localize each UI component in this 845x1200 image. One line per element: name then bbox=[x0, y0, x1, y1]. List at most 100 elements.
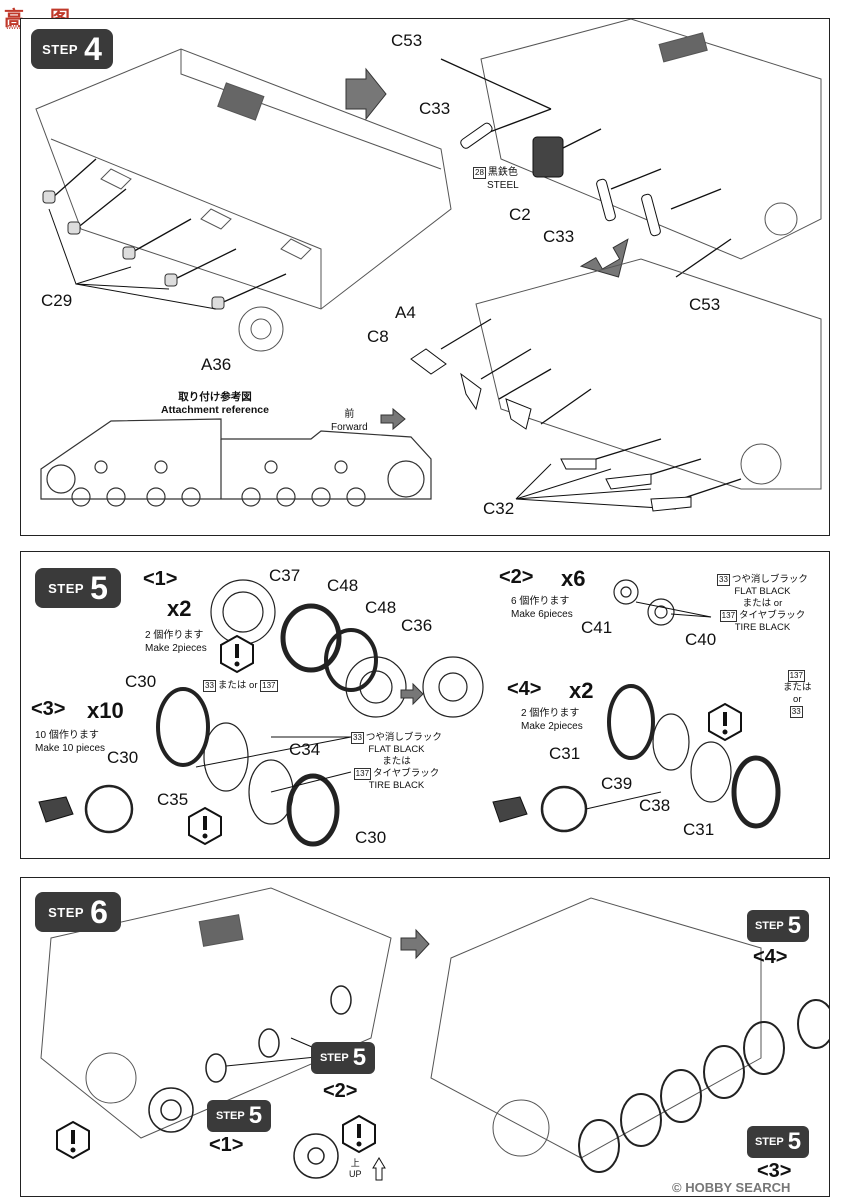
step6-drawing bbox=[40, 887, 829, 1181]
subassembly-1-note: 2 個作ります Make 2pieces bbox=[145, 630, 207, 655]
caution-icon bbox=[220, 634, 254, 674]
part-label-c35: C35 bbox=[157, 790, 189, 809]
part-label-c31a: C31 bbox=[549, 744, 581, 763]
flat-black-jp: つや消しブラック bbox=[365, 732, 442, 743]
step-number: 5 bbox=[248, 1102, 263, 1129]
logo-text: HOBBY SEARCH bbox=[685, 1180, 791, 1195]
make-jp: 6 個作ります bbox=[511, 596, 570, 607]
paint-or: または or bbox=[217, 680, 258, 691]
make-jp: 2 個作ります bbox=[521, 708, 580, 719]
step5-reference-badge: STEP 5 bbox=[747, 1126, 809, 1158]
tire-black-en: TIRE BLACK bbox=[734, 621, 791, 633]
copyright-mark: © bbox=[672, 1180, 682, 1195]
part-label-c8: C8 bbox=[367, 327, 389, 346]
paint-or-en: or bbox=[793, 693, 802, 705]
subassembly-4-ref: <4> bbox=[753, 946, 788, 968]
paint-code-137: 137 bbox=[787, 670, 805, 682]
part-label-c41: C41 bbox=[581, 618, 613, 637]
make-jp: 10 個作ります bbox=[35, 730, 99, 741]
step-word: STEP bbox=[319, 1052, 349, 1064]
step-number: 5 bbox=[90, 569, 108, 606]
subassembly-3-multiplier: x10 bbox=[87, 698, 124, 723]
part-label-c30a: C30 bbox=[125, 672, 157, 691]
paint-code-33: 33 bbox=[203, 680, 216, 692]
up-indicator: 上 UP bbox=[349, 1158, 362, 1181]
flat-black-en: FLAT BLACK bbox=[368, 744, 425, 755]
attachment-reference-title: 取り付け参考図 Attachment reference bbox=[161, 391, 269, 417]
caution-icon bbox=[708, 702, 742, 742]
part-label-c30c: C30 bbox=[355, 828, 387, 847]
subassembly-1-title: <1> bbox=[143, 568, 178, 590]
step6-panel: STEP 6 STEP 5 <2> STEP 5 <1> 上 UP STEP 5… bbox=[20, 877, 830, 1197]
step-word: STEP bbox=[48, 580, 85, 596]
subassembly-2-multiplier: x6 bbox=[561, 566, 586, 591]
step4-badge: STEP 4 bbox=[31, 29, 113, 69]
part-label-c29: C29 bbox=[41, 291, 73, 310]
make-en: Make 2pieces bbox=[145, 642, 207, 654]
tire-black-jp: タイヤブラック bbox=[373, 767, 440, 779]
step5-drawing bbox=[38, 579, 781, 847]
tire-black-jp: タイヤブラック bbox=[739, 609, 806, 621]
paint-note-c38: 137 または or 33 bbox=[783, 670, 812, 718]
up-en: UP bbox=[349, 1169, 362, 1180]
up-jp: 上 bbox=[350, 1158, 360, 1168]
part-label-c53b: C53 bbox=[689, 295, 721, 314]
forward-jp: 前 bbox=[344, 409, 355, 420]
step-number: 5 bbox=[787, 912, 802, 939]
paint-code-33: 33 bbox=[351, 732, 364, 744]
tire-black-en: TIRE BLACK bbox=[368, 779, 425, 791]
caution-icon bbox=[342, 1114, 376, 1154]
part-label-c48b: C48 bbox=[365, 598, 397, 617]
paint-code-137: 137 bbox=[719, 609, 738, 622]
subassembly-4-multiplier: x2 bbox=[569, 678, 594, 703]
paint-code-33: 33 bbox=[717, 574, 730, 586]
paint-or: または or bbox=[742, 597, 783, 609]
step5-reference-badge: STEP 5 bbox=[747, 910, 809, 942]
part-label-c34: C34 bbox=[289, 740, 321, 759]
subassembly-1-ref: <1> bbox=[209, 1134, 244, 1156]
paint-code-137: 137 bbox=[260, 680, 278, 692]
subassembly-3-note: 10 個作ります Make 10 pieces bbox=[35, 730, 105, 755]
watermark-char-left: 高 bbox=[4, 8, 24, 30]
step-word: STEP bbox=[48, 904, 85, 920]
step-word: STEP bbox=[754, 1136, 784, 1148]
subassembly-3-title: <3> bbox=[31, 698, 66, 720]
steel-jp: 黒鉄色 bbox=[487, 167, 518, 178]
part-label-c33b: C33 bbox=[543, 227, 575, 246]
part-label-c31b: C31 bbox=[683, 820, 715, 839]
step-word: STEP bbox=[754, 920, 784, 932]
part-label-c30b: C30 bbox=[107, 748, 139, 767]
part-label-c53a: C53 bbox=[391, 31, 423, 50]
part-label-c37: C37 bbox=[269, 566, 301, 585]
make-jp: 2 個作ります bbox=[145, 630, 204, 641]
step5-reference-badge: STEP 5 bbox=[311, 1042, 375, 1074]
step-word: STEP bbox=[42, 41, 79, 57]
part-label-c39: C39 bbox=[601, 774, 633, 793]
paint-code-137: 137 bbox=[353, 767, 372, 780]
step-word: STEP bbox=[215, 1110, 245, 1122]
part-label-c48a: C48 bbox=[327, 576, 359, 595]
step-number: 5 bbox=[352, 1044, 367, 1071]
caution-icon bbox=[188, 806, 222, 846]
part-label-c38: C38 bbox=[639, 796, 671, 815]
subassembly-2-ref: <2> bbox=[323, 1080, 358, 1102]
part-label-c32: C32 bbox=[483, 499, 515, 518]
step-number: 4 bbox=[84, 30, 102, 67]
forward-indicator: 前 Forward bbox=[331, 409, 368, 434]
part-label-a4: A4 bbox=[395, 303, 416, 322]
make-en: Make 2pieces bbox=[521, 720, 583, 732]
forward-en: Forward bbox=[331, 421, 368, 433]
subassembly-4-title: <4> bbox=[507, 678, 542, 700]
subassembly-1-multiplier: x2 bbox=[167, 596, 192, 621]
make-en: Make 10 pieces bbox=[35, 742, 106, 754]
step4-drawing bbox=[35, 19, 822, 512]
part-label-c40: C40 bbox=[685, 630, 717, 649]
flat-black-jp: つや消しブラック bbox=[731, 574, 808, 585]
paint-or-jp: または bbox=[783, 682, 812, 693]
